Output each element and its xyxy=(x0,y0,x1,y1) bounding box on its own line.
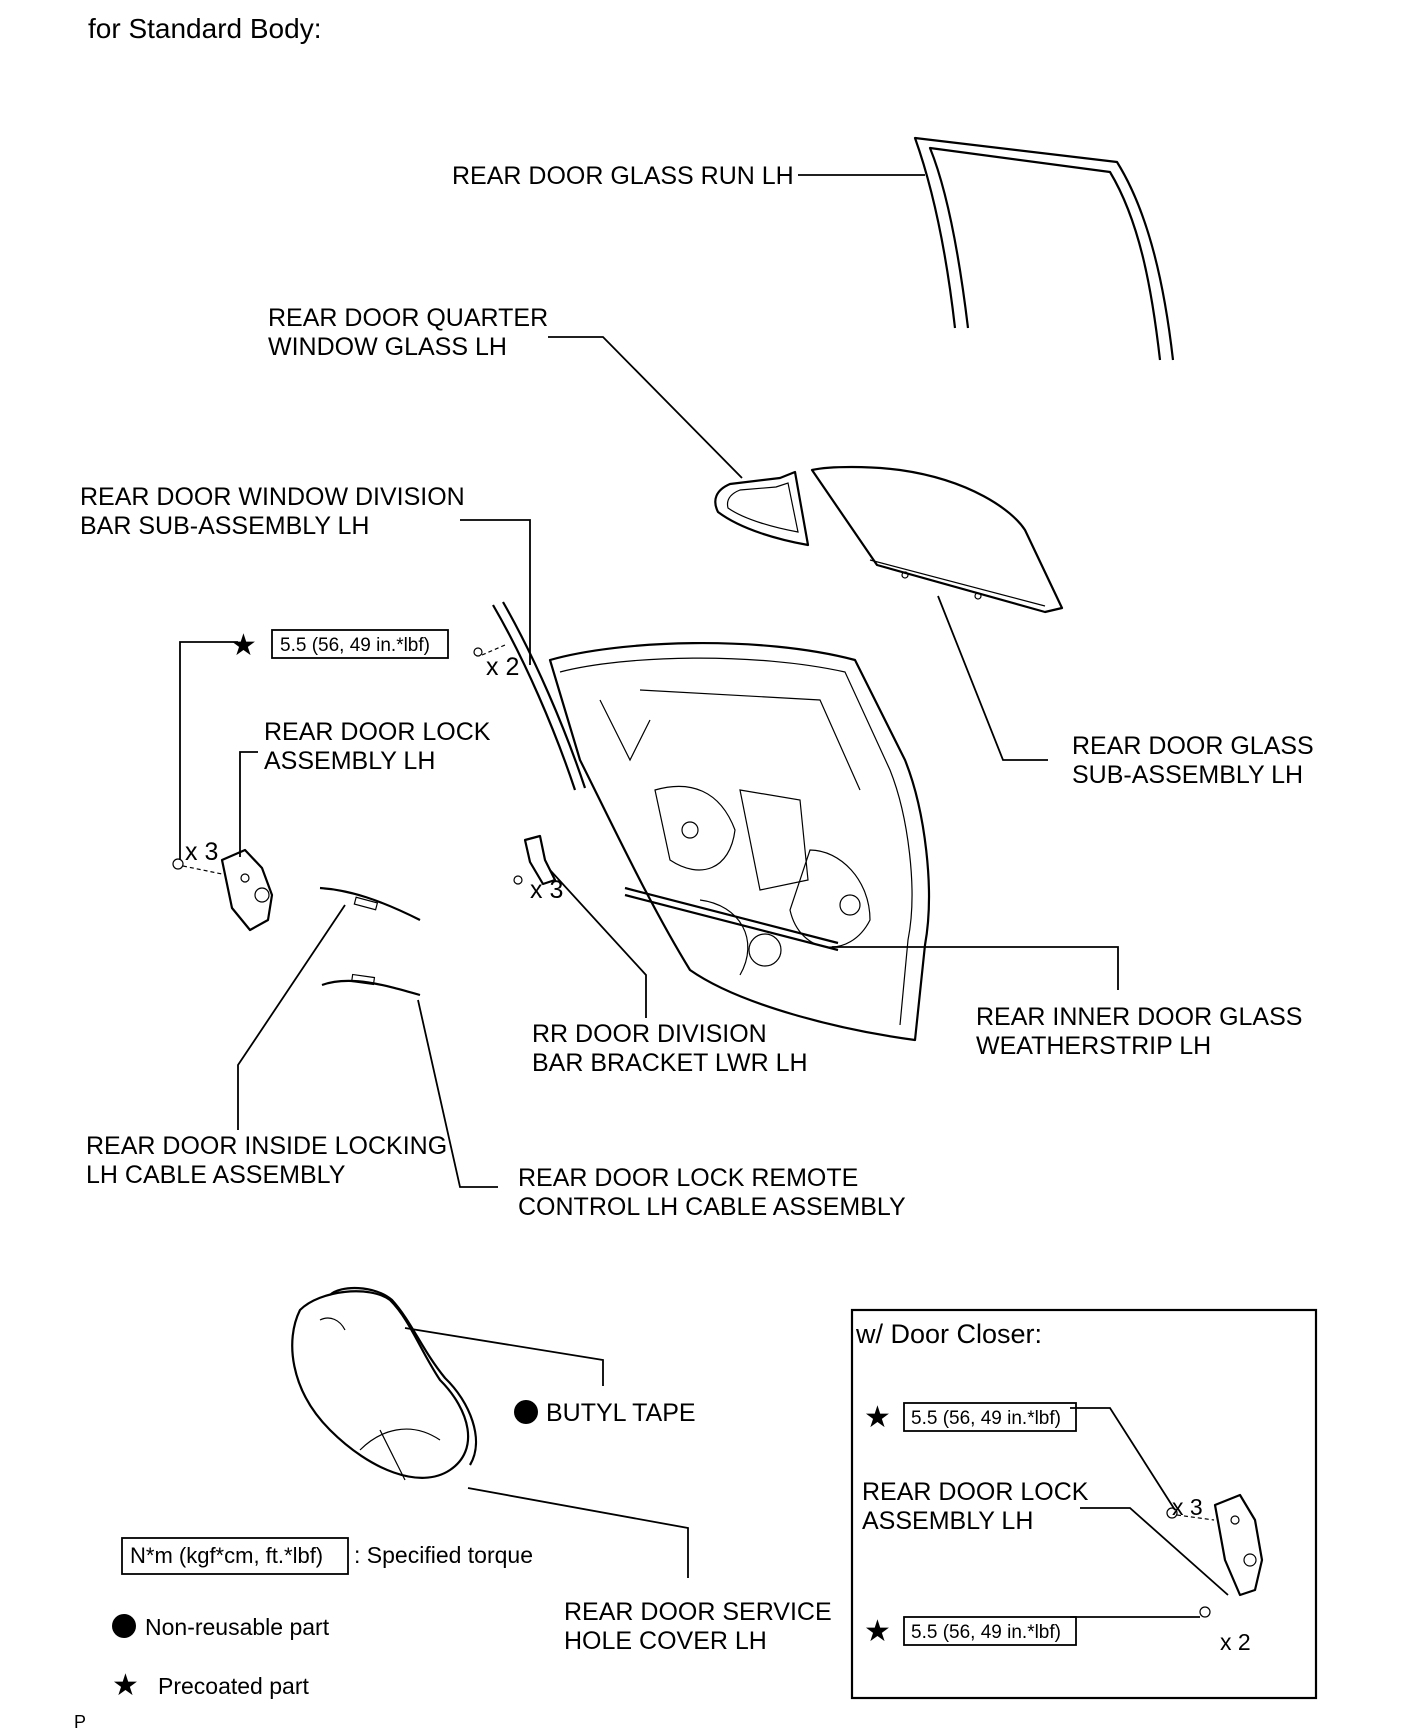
door-closer-lock-line1: REAR DOOR LOCK xyxy=(862,1478,1089,1506)
non-reusable-dot-icon xyxy=(514,1400,538,1424)
label-door-glass-line2: SUB-ASSEMBLY LH xyxy=(1072,761,1303,789)
division-bracket-part xyxy=(513,834,557,886)
door-closer-torque-bottom: 5.5 (56, 49 in.*lbf) xyxy=(911,1622,1061,1643)
label-lock-line2: ASSEMBLY LH xyxy=(264,747,435,775)
legend: N*m (kgf*cm, ft.*lbf) : Specified torque… xyxy=(112,1537,533,1702)
label-division-bar-line2: BAR SUB-ASSEMBLY LH xyxy=(80,512,369,540)
torque-value: 5.5 (56, 49 in.*lbf) xyxy=(280,635,430,656)
service-hole-cover-part xyxy=(291,1286,478,1481)
label-lock-line1: REAR DOOR LOCK xyxy=(264,718,491,746)
door-closer-torque-bottom-box xyxy=(903,1616,1077,1646)
label-service-cover-line1: REAR DOOR SERVICE xyxy=(564,1598,832,1626)
label-inside-locking-cable-line2: LH CABLE ASSEMBLY xyxy=(86,1161,346,1189)
legend-precoated-star-icon: ★ xyxy=(112,1669,139,1702)
door-closer-star-bottom-icon: ★ xyxy=(864,1615,891,1648)
page-title: for Standard Body: xyxy=(88,13,321,44)
quarter-window-glass-part xyxy=(714,470,810,547)
door-closer-torque-top-box xyxy=(903,1402,1077,1432)
door-panel-part xyxy=(548,642,931,1042)
label-quarter-glass-line1: REAR DOOR QUARTER xyxy=(268,304,548,332)
door-closer-torque-top: 5.5 (56, 49 in.*lbf) xyxy=(911,1408,1061,1429)
label-service-cover-line2: HOLE COVER LH xyxy=(564,1627,767,1655)
door-closer-frame xyxy=(850,1308,1318,1700)
label-remote-cable-line1: REAR DOOR LOCK REMOTE xyxy=(518,1164,858,1192)
legend-non-reusable-icon xyxy=(112,1614,136,1638)
label-division-bracket-line2: BAR BRACKET LWR LH xyxy=(532,1049,808,1077)
label-glass-run: REAR DOOR GLASS RUN LH xyxy=(452,162,794,190)
label-division-bracket-line1: RR DOOR DIVISION xyxy=(532,1020,767,1048)
legend-precoated-text: Precoated part xyxy=(158,1673,309,1699)
qty-lock: x 3 xyxy=(185,838,218,866)
label-inner-weatherstrip-line1: REAR INNER DOOR GLASS xyxy=(976,1003,1302,1031)
door-closer-qty-top: x 3 xyxy=(1172,1494,1203,1520)
label-butyl-tape: BUTYL TAPE xyxy=(546,1399,696,1427)
footer-code: P xyxy=(74,1712,86,1732)
door-closer-lock-line2: ASSEMBLY LH xyxy=(862,1507,1033,1535)
division-bar-part xyxy=(473,601,587,791)
legend-non-reusable-text: Non-reusable part xyxy=(145,1614,330,1640)
remote-control-cable-part xyxy=(321,973,421,997)
label-division-bar-line1: REAR DOOR WINDOW DIVISION xyxy=(80,483,465,511)
door-glass-part xyxy=(810,465,1064,614)
label-remote-cable-line2: CONTROL LH CABLE ASSEMBLY xyxy=(518,1193,906,1221)
inside-locking-cable-part xyxy=(319,886,421,921)
legend-torque-text: : Specified torque xyxy=(354,1542,533,1568)
legend-torque-units: N*m (kgf*cm, ft.*lbf) xyxy=(130,1543,323,1568)
door-closer-title: w/ Door Closer: xyxy=(855,1319,1042,1349)
lock-assembly-part xyxy=(172,848,274,932)
qty-bracket: x 3 xyxy=(530,876,563,904)
legend-torque-box xyxy=(121,1537,349,1575)
door-closer-inset: w/ Door Closer: ★ 5.5 (56, 49 in.*lbf) R… xyxy=(850,1308,1318,1700)
qty-division-bar: x 2 xyxy=(486,653,519,681)
door-closer-lock-part xyxy=(1166,1493,1264,1618)
torque-box xyxy=(271,629,449,659)
inner-weatherstrip-part xyxy=(624,886,839,952)
leader-lines xyxy=(179,174,1229,1618)
glass-run-part xyxy=(913,136,1175,361)
label-inside-locking-cable-line1: REAR DOOR INSIDE LOCKING xyxy=(86,1132,447,1160)
label-inner-weatherstrip-line2: WEATHERSTRIP LH xyxy=(976,1032,1211,1060)
door-closer-qty-bottom: x 2 xyxy=(1220,1629,1251,1655)
door-closer-star-top-icon: ★ xyxy=(864,1401,891,1434)
precoated-star-icon: ★ xyxy=(230,629,257,662)
label-door-glass-line1: REAR DOOR GLASS xyxy=(1072,732,1314,760)
label-quarter-glass-line2: WINDOW GLASS LH xyxy=(268,333,507,361)
